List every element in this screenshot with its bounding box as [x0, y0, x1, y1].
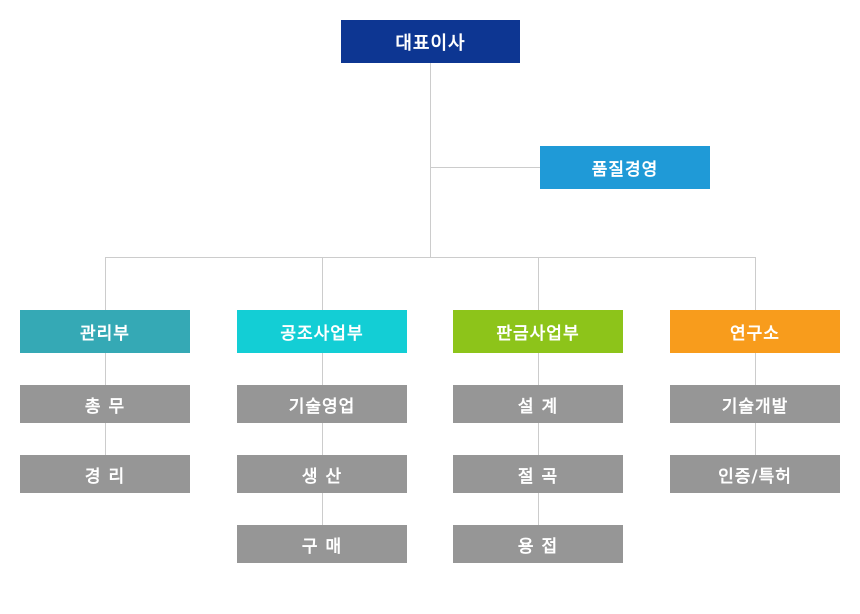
node-certification-patent: 인증/특허	[670, 455, 840, 493]
node-design: 설 계	[453, 385, 623, 423]
node-general-affairs: 총 무	[20, 385, 190, 423]
node-dept-research-institute: 연구소	[670, 310, 840, 353]
node-bending: 절 곡	[453, 455, 623, 493]
node-purchasing: 구 매	[237, 525, 407, 563]
node-quality-management: 품질경영	[540, 146, 710, 189]
node-dept-sheet-metal-division: 판금사업부	[453, 310, 623, 353]
connector-staff-horizontal	[430, 167, 540, 168]
connector-spine-col3	[538, 353, 539, 525]
node-dept-hvac-division: 공조사업부	[237, 310, 407, 353]
node-dept-management: 관리부	[20, 310, 190, 353]
node-welding: 용 접	[453, 525, 623, 563]
connector-drop-col2	[322, 257, 323, 310]
node-production: 생 산	[237, 455, 407, 493]
connector-drop-col1	[105, 257, 106, 310]
connector-spine-col2	[322, 353, 323, 525]
connector-drop-col3	[538, 257, 539, 310]
node-tech-development: 기술개발	[670, 385, 840, 423]
connector-root-vertical	[430, 63, 431, 257]
node-accounting: 경 리	[20, 455, 190, 493]
connector-main-horizontal	[105, 257, 756, 258]
node-ceo: 대표이사	[341, 20, 520, 63]
connector-drop-col4	[755, 257, 756, 310]
node-technical-sales: 기술영업	[237, 385, 407, 423]
